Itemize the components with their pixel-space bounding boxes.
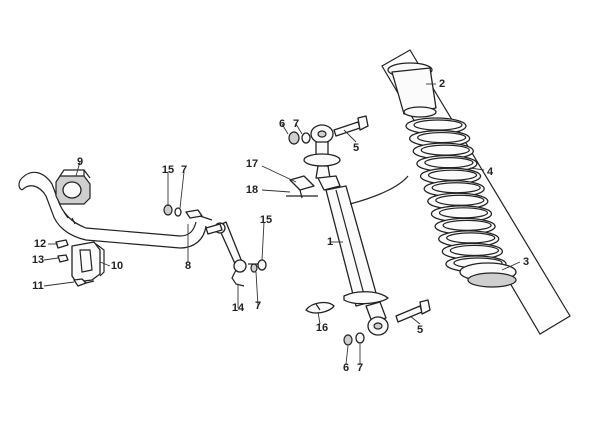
callout-6-upper: 6 (279, 118, 285, 130)
mounting-bracket (71, 241, 105, 283)
callout-1: 1 (327, 236, 333, 248)
callout-5-upper: 5 (353, 142, 359, 154)
callout-7-lower: 7 (357, 362, 363, 374)
washer-plate (305, 301, 335, 314)
leader-lines (43, 83, 521, 365)
callout-17: 17 (246, 158, 258, 170)
callout-4: 4 (487, 166, 494, 178)
upper-bolt (288, 115, 369, 145)
coil-spring (381, 49, 571, 335)
shock-brackets (286, 175, 409, 205)
callout-6-lower: 6 (343, 362, 349, 374)
callout-2: 2 (439, 78, 445, 90)
callout-labels: 1 2 3 4 5 5 6 6 7 7 7 7 8 9 10 11 12 13 … (32, 78, 529, 374)
callout-8: 8 (185, 260, 191, 272)
callout-9: 9 (77, 156, 83, 168)
callout-3: 3 (523, 256, 529, 268)
bump-stop (387, 62, 437, 118)
callout-18: 18 (246, 184, 258, 196)
stabilizer-bar (18, 171, 207, 249)
callout-11: 11 (32, 280, 44, 292)
callout-13: 13 (32, 254, 44, 266)
callout-15-link: 15 (260, 214, 272, 226)
callout-12: 12 (34, 238, 46, 250)
callout-7-upper: 7 (293, 118, 299, 130)
bracket-bolts (55, 239, 95, 287)
callout-16: 16 (316, 322, 328, 334)
callout-10: 10 (111, 260, 123, 272)
callout-15-upper: 15 (162, 164, 174, 176)
callout-14: 14 (232, 302, 245, 314)
callout-7-link-lower: 7 (255, 300, 261, 312)
link-fasteners-upper (163, 204, 213, 221)
callout-5-lower: 5 (417, 324, 423, 336)
bushing (55, 169, 91, 205)
drop-link (205, 221, 267, 287)
lower-bolt (343, 299, 431, 346)
shock-absorber (303, 124, 389, 336)
callout-7-link: 7 (181, 164, 187, 176)
